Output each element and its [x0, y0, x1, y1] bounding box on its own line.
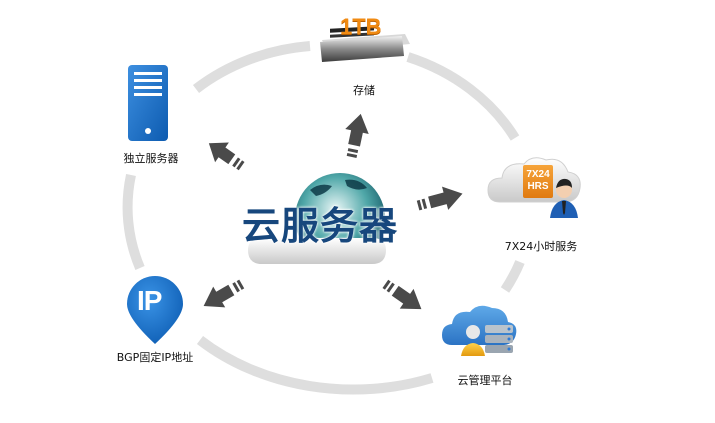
ip-badge-text: IP: [137, 285, 162, 316]
node-label-dedicated-server: 独立服务器: [123, 152, 179, 165]
ring-segment-top-left: [192, 41, 311, 93]
ring: [122, 41, 525, 395]
support-hours-line1: 7X24: [526, 169, 550, 180]
support-hours-line2: HRS: [527, 181, 549, 192]
arrow-to-support: [416, 186, 463, 211]
ring-segment-right: [500, 259, 525, 293]
node-label-cloud-management: 云管理平台: [457, 374, 513, 387]
arrow-to-storage: [345, 113, 369, 158]
globe-cloud-icon: [248, 173, 386, 264]
node-label-bgp-ip: BGP固定IP地址: [116, 351, 194, 364]
ring-segment-left: [122, 173, 145, 270]
storage-server-icon: [320, 26, 410, 62]
node-label-storage: 存储: [353, 84, 375, 97]
storage-capacity-badge: 1TB: [340, 14, 382, 39]
arrow-to-cloud-management: [382, 279, 422, 310]
location-pin-icon: [127, 276, 183, 344]
support-hours-badge: 7X24 HRS: [523, 165, 553, 198]
cloud-base: [248, 238, 386, 264]
ring-segment-bottom: [196, 336, 434, 395]
arrow-to-dedicated-server: [208, 142, 245, 171]
support-agent-cloud-icon: [487, 157, 581, 218]
center-title: 云服务器: [242, 204, 399, 248]
arrow-to-bgp-ip: [203, 279, 245, 308]
tower-server-icon: [128, 65, 168, 141]
node-label-support: 7X24小时服务: [504, 240, 578, 253]
cloud-management-icon: [442, 305, 517, 356]
ring-segment-top-right: [406, 52, 520, 141]
arrows: [203, 113, 463, 310]
agent-hair: [556, 178, 572, 188]
